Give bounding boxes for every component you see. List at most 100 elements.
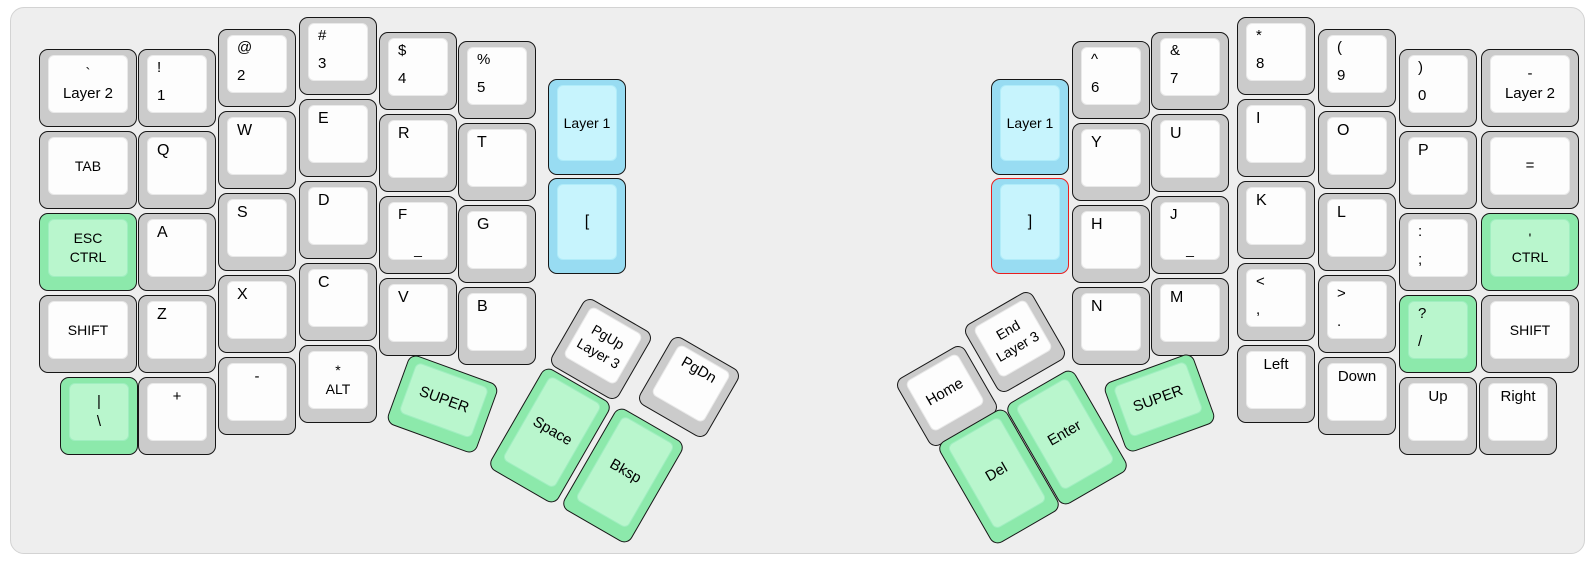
key-g[interactable]: G (458, 205, 536, 283)
key-lbracket[interactable]: [ (548, 178, 626, 274)
key-legend: Q (157, 142, 170, 159)
key-3[interactable]: #3 (299, 17, 377, 95)
key-down-arrow[interactable]: Down (1318, 357, 1396, 435)
key-super-right[interactable]: SUPER (1102, 351, 1217, 455)
key-h[interactable]: H (1072, 205, 1150, 283)
key-l[interactable]: L (1318, 193, 1396, 271)
key-equals[interactable]: = (1481, 131, 1579, 209)
keycap-face: &7 (1160, 38, 1220, 96)
key-z[interactable]: Z (138, 295, 216, 373)
keycap-face: <, (1246, 269, 1306, 327)
key-j[interactable]: J_ (1151, 196, 1229, 274)
key-semicolon[interactable]: :; (1399, 213, 1477, 291)
key-super-left[interactable]: SUPER (385, 352, 500, 456)
key-w[interactable]: W (218, 111, 296, 189)
key-e[interactable]: E (299, 99, 377, 177)
key-right-arrow[interactable]: Right (1479, 377, 1557, 455)
key-rbracket[interactable]: ] (991, 178, 1069, 274)
key-legend: ; (1418, 251, 1423, 269)
key-v[interactable]: V (379, 278, 457, 356)
key-up-arrow[interactable]: Up (1399, 377, 1477, 455)
key-legend: > (1337, 285, 1346, 302)
key-5[interactable]: %5 (458, 41, 536, 119)
key-asterisk-alt[interactable]: * ALT (299, 345, 377, 423)
key-comma[interactable]: <, (1237, 263, 1315, 341)
key-f[interactable]: F_ (379, 196, 457, 274)
key-legend: * (335, 362, 341, 379)
key-legend: Enter (1044, 417, 1085, 450)
key-y[interactable]: Y (1072, 123, 1150, 201)
key-p[interactable]: P (1399, 131, 1477, 209)
key-7[interactable]: &7 (1151, 32, 1229, 110)
keycap-face: M (1160, 284, 1220, 342)
key-minus-layer2[interactable]: -Layer 2 (1481, 49, 1579, 127)
keycap-face: = (1490, 137, 1570, 195)
key-legend: ? (1418, 305, 1427, 322)
key-period[interactable]: >. (1318, 275, 1396, 353)
key-9[interactable]: (9 (1318, 29, 1396, 107)
keycap-face: I (1246, 105, 1306, 163)
key-left-arrow[interactable]: Left (1237, 345, 1315, 423)
keycap-face: Layer 1 (557, 85, 617, 161)
key-x[interactable]: X (218, 275, 296, 353)
key-legend: < (1256, 273, 1265, 290)
key-d[interactable]: D (299, 181, 377, 259)
key-legend: 2 (237, 67, 246, 85)
keycap-face: N (1081, 293, 1141, 351)
key-legend: = (1525, 156, 1535, 174)
key-n[interactable]: N (1072, 287, 1150, 365)
key-legend: ALT (325, 381, 351, 397)
keycap-face: :; (1408, 219, 1468, 277)
key-1[interactable]: !1 (138, 49, 216, 127)
key-o[interactable]: O (1318, 111, 1396, 189)
key-legend: $ (398, 42, 407, 59)
key-r[interactable]: R (379, 114, 457, 192)
key-c[interactable]: C (299, 263, 377, 341)
key-s[interactable]: S (218, 193, 296, 271)
key-layer1-left[interactable]: Layer 1 (548, 79, 626, 175)
key-tab[interactable]: TAB (39, 131, 137, 209)
key-u[interactable]: U (1151, 114, 1229, 192)
key-legend: U (1170, 125, 1182, 142)
key-k[interactable]: K (1237, 181, 1315, 259)
key-legend: A (157, 224, 168, 241)
key-a[interactable]: A (138, 213, 216, 291)
key-m[interactable]: M (1151, 278, 1229, 356)
key-legend: \ (96, 413, 102, 430)
keycap-face: SUPER (1112, 360, 1204, 438)
key-q[interactable]: Q (138, 131, 216, 209)
key-legend: ) (1418, 59, 1423, 76)
key-b[interactable]: B (458, 287, 536, 365)
key-legend: K (1256, 192, 1267, 209)
key-t[interactable]: T (458, 123, 536, 201)
key-plus[interactable]: + (138, 377, 216, 455)
key-legend: Z (157, 306, 167, 323)
key-shift-left[interactable]: SHIFT (39, 295, 137, 373)
key-layer1-right[interactable]: Layer 1 (991, 79, 1069, 175)
key-grave-layer2[interactable]: `Layer 2 (39, 49, 137, 127)
key-6[interactable]: ^6 (1072, 41, 1150, 119)
keycap-face: O (1327, 117, 1387, 175)
key-legend: Down (1337, 368, 1377, 385)
key-8[interactable]: *8 (1237, 17, 1315, 95)
keycap-face: U (1160, 120, 1220, 178)
key-0[interactable]: )0 (1399, 49, 1477, 127)
key-pipe-backslash[interactable]: |\ (60, 377, 138, 455)
key-quote-ctrl[interactable]: 'CTRL (1481, 213, 1579, 291)
key-4[interactable]: $4 (379, 32, 457, 110)
keycap-face: L (1327, 199, 1387, 257)
key-legend: Layer 1 (563, 114, 611, 131)
key-legend: E (318, 110, 329, 127)
key-legend: Left (1263, 356, 1289, 373)
key-legend: 7 (1170, 70, 1179, 88)
key-legend: Layer 2 (62, 85, 114, 102)
keycap-face: TAB (48, 137, 128, 195)
key-minus[interactable]: - (218, 357, 296, 435)
key-i[interactable]: I (1237, 99, 1315, 177)
key-slash[interactable]: ?/ (1399, 295, 1477, 373)
key-2[interactable]: @2 (218, 29, 296, 107)
keycap-face: Right (1488, 383, 1548, 441)
key-shift-right[interactable]: SHIFT (1481, 295, 1579, 373)
